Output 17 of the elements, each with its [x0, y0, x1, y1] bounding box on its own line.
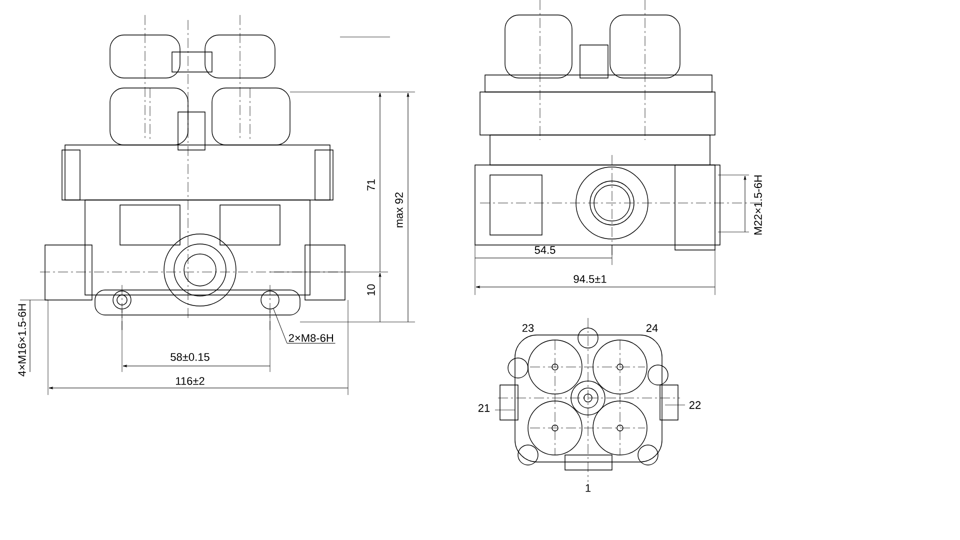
- dimension-text: 24: [646, 324, 658, 332]
- callout-text: 2×M8-6H: [288, 334, 333, 342]
- dimension-text: M22×1.5-6H: [754, 175, 762, 234]
- threaded-hole: [260, 290, 280, 310]
- dimension-text: 58±0.15: [170, 353, 210, 361]
- dimension-text: 21: [478, 404, 490, 412]
- dimension-text: 54.5: [534, 246, 556, 254]
- dimension-text: 71: [367, 179, 375, 191]
- dimension-text: 22: [689, 401, 701, 409]
- dimension-text: 23: [522, 324, 534, 332]
- dimension-text: 10: [367, 284, 375, 296]
- dimension-text: 94.5±1: [574, 275, 606, 283]
- dimension-text: max 92: [395, 192, 403, 228]
- dimension-text: 1: [586, 484, 591, 492]
- dimension-text: 4×M16×1.5-6H: [18, 304, 26, 376]
- leader-line: [273, 308, 336, 344]
- dimension-text: 116±2: [176, 377, 204, 385]
